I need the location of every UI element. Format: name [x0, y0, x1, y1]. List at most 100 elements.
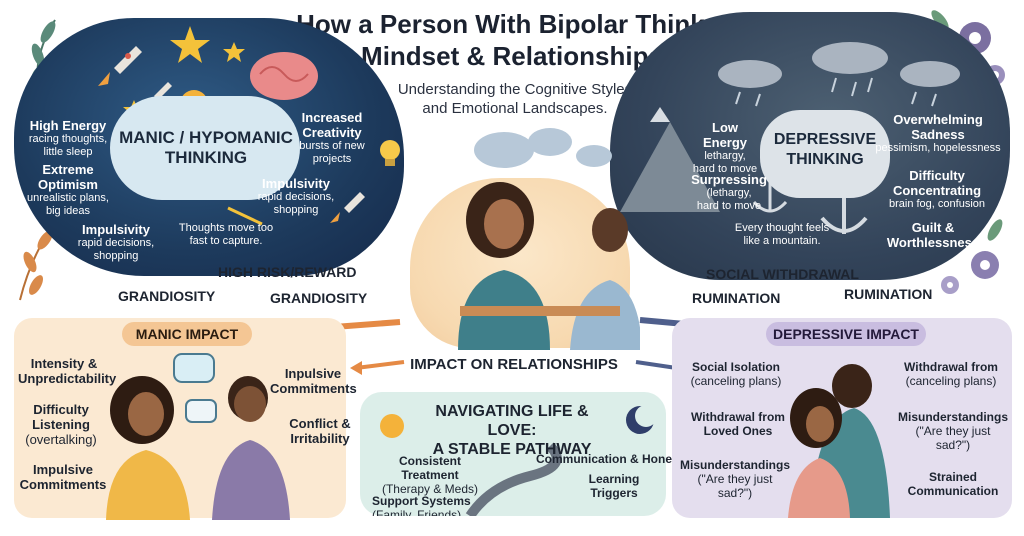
misunderstandings-a-text: Misunderstandings ("Are they just sad?"): [680, 458, 790, 500]
high-risk-label: HIGH RISK/REWARD: [218, 264, 357, 280]
depressive-cloud-decor: [620, 42, 960, 234]
withdrawal-b-text: Withdrawal from Loved Ones: [688, 410, 788, 438]
impulsivity-2-text: Impulsivity rapid decisions, shopping: [250, 176, 342, 217]
optimism-desc-2: big ideas: [45, 205, 91, 217]
sadness-text: Overwhelming Sadness pessimism, hopeless…: [868, 112, 1008, 155]
subtitle-line-2: and Emotional Landscapes.: [422, 100, 608, 117]
manic-thinking-bubble: [110, 96, 300, 200]
surpressing-title: Surpressing: [691, 172, 767, 187]
thoughts-note-2: fast to capture.: [189, 235, 263, 247]
optimism-title-1: Extreme: [42, 162, 94, 177]
rumination-left-label: RUMINATION: [692, 290, 781, 306]
impulsivity-2-desc-2: shopping: [273, 204, 319, 216]
impact-on-relationships-label: IMPACT ON RELATIONSHIPS: [410, 356, 618, 373]
raindrops-icon: [735, 77, 937, 107]
depressive-impact-heading: DEPRESSIVE IMPACT: [766, 322, 926, 346]
arrow-head-icon: [350, 361, 362, 375]
isolation-line-1: Social Isolation: [691, 360, 781, 374]
listening-line-1: Difficulty: [33, 402, 89, 417]
navigating-panel: [360, 392, 666, 516]
low-energy-title: Low Energy: [702, 120, 748, 150]
table-icon: [460, 306, 620, 316]
depressive-thinking-line-1: DEPRESSIVE: [773, 131, 877, 148]
arrow-icon: [227, 206, 263, 226]
creativity-desc-1: bursts of new: [299, 140, 365, 152]
mountain-note-2: like a mountain.: [743, 235, 821, 247]
man-figure-icon: [212, 376, 290, 520]
optimism-title-2: Optimism: [38, 177, 98, 192]
grandiosity-left-label: GRANDIOSITY: [118, 288, 216, 304]
learning-line-2: Triggers: [590, 486, 638, 500]
mountain-note-1: Every thought feels: [734, 222, 830, 234]
moon-icon: [626, 405, 657, 434]
title-line-2: Mindset & Relationships: [361, 41, 663, 71]
withdrawal-a-line-1: Withdrawal from: [904, 360, 998, 374]
rumination-right-label: RUMINATION: [844, 286, 933, 302]
creativity-text: Increased Creativity bursts of new proje…: [290, 110, 374, 166]
navigating-decor: [380, 405, 657, 516]
central-figures: [458, 128, 640, 350]
impulsivity-desc-2: shopping: [93, 250, 139, 262]
withdrawal-b-line-1: Withdrawal from: [691, 410, 785, 424]
strained-line-1: Strained: [928, 470, 977, 484]
impulsive-text: Impulsive Commitments: [18, 462, 108, 492]
concentrating-title-1: Difficulty: [909, 168, 965, 183]
impulsivity-title: Impulsivity: [82, 222, 150, 237]
learning-line-1: Learning: [588, 472, 640, 486]
woman-figure-icon: [106, 376, 190, 520]
misunderstandings-a-line-2: ("Are they just: [697, 472, 773, 486]
inpulsive-text: Inpulsive Commitments: [270, 366, 357, 396]
listening-text: Difficulty Listening (overtalking): [18, 402, 104, 447]
grandiosity-right-label: GRANDIOSITY: [270, 290, 368, 306]
impulsive-line-1: Impulsive: [33, 462, 93, 477]
rocket-icon: [330, 192, 365, 223]
high-energy-desc-1: racing thoughts,: [28, 133, 108, 145]
social-withdrawal-label: SOCIAL WITHDRAWAL: [706, 266, 859, 282]
depressive-couple-illustration: [788, 364, 890, 518]
learning-text: Learning Triggers: [584, 472, 644, 500]
manic-thinking-line-2: THINKING: [164, 148, 248, 167]
subtitle: Understanding the Cognitive Styles and E…: [380, 80, 650, 118]
title-line-1: How a Person With Bipolar Thinks:: [296, 9, 728, 39]
high-energy-title: High Energy: [29, 118, 107, 133]
sadness-title-1: Overwhelming: [893, 112, 983, 127]
guilt-title-2: Worthlessness: [886, 235, 980, 250]
sadness-desc: pessimism, hopelessness: [875, 142, 1001, 154]
support-line-2: (Family, Friends): [372, 508, 462, 516]
surpressing-desc-2: hard to move: [696, 200, 762, 212]
thoughts-note: Thoughts move too fast to capture.: [176, 222, 276, 248]
sadness-title-2: Sadness: [911, 127, 965, 142]
low-energy-desc-2: hard to move: [692, 163, 758, 175]
impulsivity-2-desc-1: rapid decisions,: [257, 191, 335, 203]
surpressing-text: Surpressing (lethargy, hard to move: [688, 172, 770, 213]
creativity-desc-2: projects: [312, 153, 352, 165]
conflict-line-1: Conflict &: [289, 416, 351, 431]
misunderstandings-b-line-2: ("Are they just: [915, 424, 991, 438]
isolation-text: Social Isolation (canceling plans): [686, 360, 786, 388]
surpressing-desc-1: (lethargy,: [706, 187, 752, 199]
misunderstandings-b-line-1: Misunderstandings: [897, 410, 1008, 424]
strained-line-2: Communication: [907, 484, 999, 498]
support-line-1: Support Systems: [372, 494, 471, 508]
impulsivity-2-title: Impulsivity: [262, 176, 330, 191]
guilt-text: Guilt & Worthlessness: [868, 220, 998, 250]
inpulsive-line-2: Commitments: [270, 381, 357, 396]
manic-couple-illustration: [106, 353, 290, 520]
woman-figure-icon: [788, 388, 850, 518]
strained-text: Strained Communication: [900, 470, 1006, 498]
misunderstandings-b-line-3: sad?"): [935, 438, 971, 452]
thoughts-note-1: Thoughts move too: [178, 222, 274, 234]
manic-thinking-line-1: MANIC / HYPOMANIC: [119, 128, 293, 147]
speech-bubble-icon: [173, 353, 217, 423]
high-energy-desc-2: little sleep: [43, 146, 93, 158]
withdrawal-b-line-2: Loved Ones: [703, 424, 773, 438]
communication-text: Communication & Honesty: [536, 452, 690, 466]
impulsivity-text: Impulsivity rapid decisions, shopping: [66, 222, 166, 263]
low-energy-desc-1: lethargy,: [704, 150, 746, 162]
misunderstandings-a-line-3: sad?"): [717, 486, 753, 500]
withdrawal-a-line-2: (canceling plans): [905, 374, 997, 388]
intensity-line-2: Unpredictability: [18, 371, 117, 386]
intensity-text: Intensity & Unpredictability: [18, 356, 117, 386]
treatment-text: Consistent Treatment (Therapy & Meds): [370, 454, 490, 496]
concentrating-desc: brain fog, confusion: [888, 198, 985, 210]
